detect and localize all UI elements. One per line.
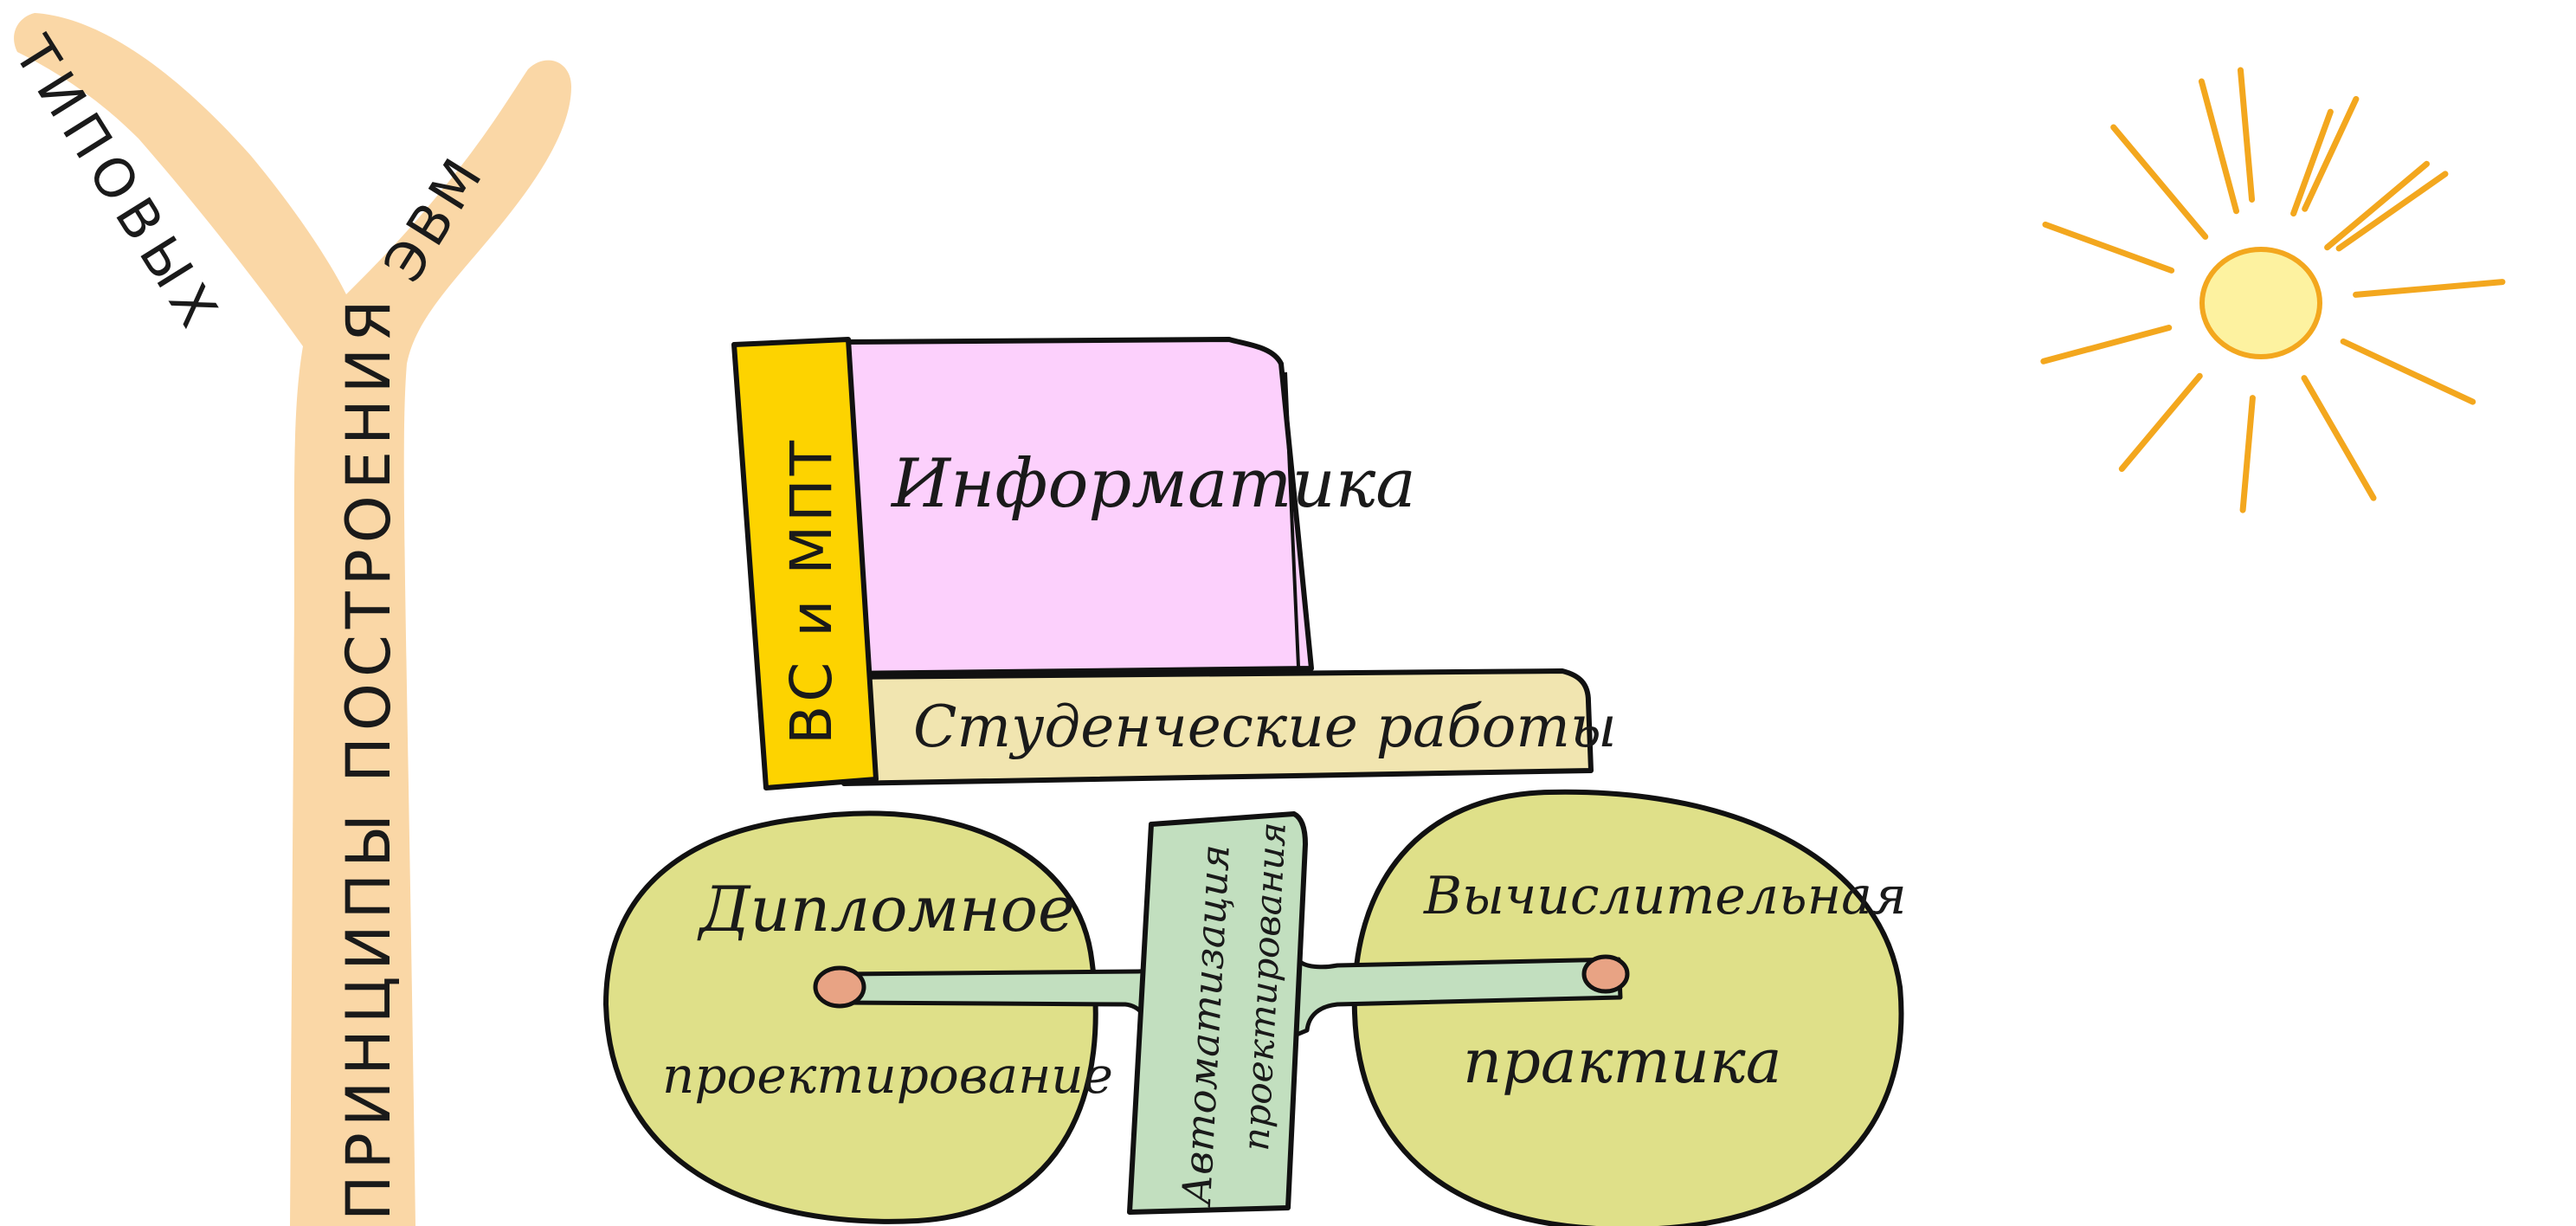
plate-practice — [1351, 789, 1904, 1226]
bar-center — [1127, 811, 1308, 1215]
dumbbell: Автоматизация проектирования Дипломное п… — [602, 789, 1907, 1226]
plate-diploma-label-line1: Дипломное — [697, 873, 1075, 945]
sun-ray — [2110, 124, 2209, 240]
book-stack: Информатика Студенческие работы ВС и МПТ — [731, 337, 1617, 790]
knob-right — [1581, 954, 1630, 994]
sun-ray — [2301, 375, 2377, 501]
sun-icon — [2040, 67, 2506, 513]
knob-left — [813, 965, 866, 1009]
book-spine-label: ВС и МПТ — [778, 437, 845, 745]
book-student-works-label: Студенческие работы — [913, 694, 1617, 760]
sun-ray — [2198, 78, 2240, 215]
sun-disc — [2199, 247, 2322, 359]
sun-ray — [2042, 221, 2175, 274]
sun-ray — [2118, 372, 2203, 473]
sun-rays — [2040, 67, 2506, 513]
tree-shape: ПРИНЦИПЫ ПОСТРОЕНИЯ ТИПОВЫХ ЭВМ — [2, 13, 571, 1226]
book-informatika-cover — [841, 337, 1314, 676]
plate-practice-label-line2: практика — [1463, 1026, 1781, 1097]
sun-ray — [2335, 171, 2449, 252]
book-student-works-cover — [841, 668, 1594, 786]
plate-practice-label-line1: Вычислительная — [1423, 866, 1907, 926]
plate-diploma-label-line2: проектирование — [662, 1046, 1113, 1105]
sun-ray — [2324, 160, 2431, 251]
sun-ray — [2353, 279, 2506, 298]
sun-ray — [2239, 395, 2256, 513]
sun-ray — [2302, 95, 2360, 212]
book-spine — [731, 337, 879, 790]
sun-ray — [2040, 324, 2173, 365]
plate-diploma — [602, 810, 1098, 1224]
sun-ray — [2290, 108, 2334, 217]
book-informatika-label: Информатика — [890, 445, 1416, 523]
book-informatika-edge — [1284, 371, 1300, 668]
sun-ray — [2340, 338, 2476, 405]
sun-ray — [2237, 67, 2256, 203]
tree-trunk-text: ПРИНЦИПЫ ПОСТРОЕНИЯ — [333, 294, 404, 1221]
tree-fill — [14, 13, 571, 1226]
